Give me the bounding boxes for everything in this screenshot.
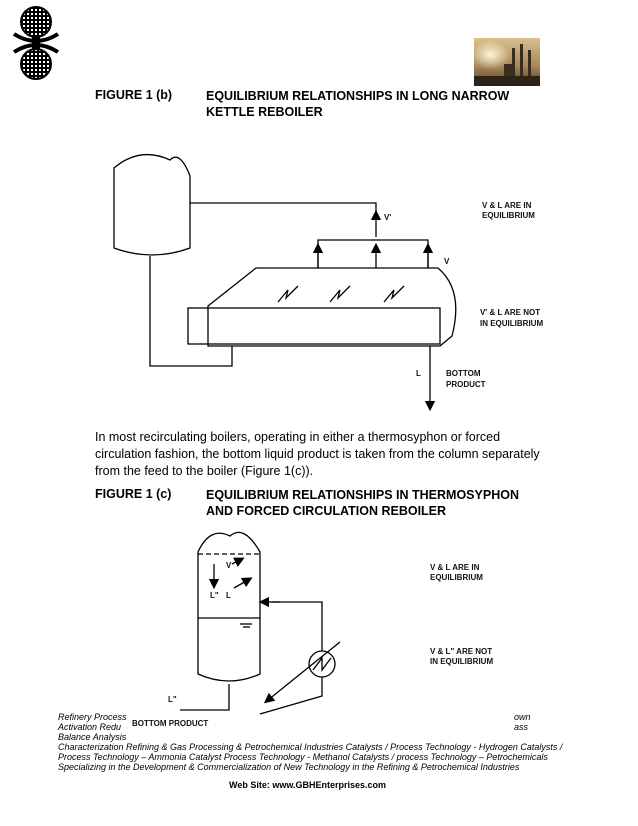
b-bottom-label-1: BOTTOM [446,369,481,378]
footer-line1-left: Refinery Process [58,712,127,722]
website-link[interactable]: Web Site: www.GBHEnterprises.com [229,780,387,790]
refinery-photo [474,38,540,86]
figure-c-title: EQUILIBRIUM RELATIONSHIPS IN THERMOSYPHO… [206,487,519,519]
footer-line2-right: ass [514,722,529,732]
paragraph-line1: In most recirculating boilers, operating… [95,430,501,444]
figure-b-label: FIGURE 1 (b) [95,88,173,102]
figure-c-title-line1: EQUILIBRIUM RELATIONSHIPS IN THERMOSYPHO… [206,488,519,502]
footer-line6: Specializing in the Development & Commer… [58,762,520,772]
c-eq-label-2: EQUILIBRIUM [430,573,483,582]
footer-line3-left: Balance Analysis [58,732,127,742]
paragraph-line2: circulation fashion, the bottom liquid p… [95,447,540,461]
gbh-logo-icon [10,4,62,82]
figure-b-title: EQUILIBRIUM RELATIONSHIPS IN LONG NARROW… [206,88,509,120]
b-eq-label-2: EQUILIBRIUM [482,211,535,220]
column-vessel [113,153,191,256]
figure-c-title-line2: AND FORCED CIRCULATION REBOILER [206,504,447,518]
liquid-feed-line [149,256,233,367]
b-not-eq-label-2: IN EQUILIBRIUM [480,319,543,328]
thermosyphon-reboiler-diagram: V L" L V & L ARE IN EQUILIBRIUM V & L" A… [132,531,493,728]
kettle-reboiler-diagram: V & L ARE IN EQUILIBRIUM V' V V' & L ARE… [113,153,543,412]
footer-line5: Process Technology – Ammonia Catalyst Pr… [58,752,548,762]
vapor-manifold [317,239,429,268]
footer-line4: Characterization Refining & Gas Processi… [58,742,563,752]
b-v-label: V [444,257,450,266]
paragraph-line3: from the feed to the boiler (Figure 1(c)… [95,464,314,478]
b-eq-label-1: V & L ARE IN [482,201,532,210]
liquid-feed-line [259,677,323,715]
c-not-eq-label-1: V & L" ARE NOT [430,647,492,656]
c-l-double-prime-label: L" [210,591,219,600]
c-bottom-product-label: BOTTOM PRODUCT [132,719,208,728]
vapor-return-line [272,601,323,652]
c-eq-label-1: V & L ARE IN [430,563,480,572]
footer-line1-right: own [514,712,531,722]
b-not-eq-label-1: V' & L ARE NOT [480,308,540,317]
figure-c-label: FIGURE 1 (c) [95,487,172,501]
c-l-label: L [226,591,231,600]
footer-line2-left: Activation Redu [58,722,122,732]
vapor-return-line [190,202,377,215]
c-not-eq-label-2: IN EQUILIBRIUM [430,657,493,666]
body-paragraph: In most recirculating boilers, operating… [95,429,565,480]
b-l-label: L [416,369,421,378]
figure-b-title-line2: KETTLE REBOILER [206,105,323,119]
bottom-product-line [180,684,230,711]
figure-b-title-line1: EQUILIBRIUM RELATIONSHIPS IN LONG NARROW [206,89,510,103]
column-vessel [197,531,261,682]
c-l-double-prime-out-label: L" [168,695,177,704]
b-bottom-label-2: PRODUCT [446,380,486,389]
c-v-label: V [226,561,232,570]
b-v-prime-label: V' [384,213,391,222]
tube-bundle [187,307,441,345]
